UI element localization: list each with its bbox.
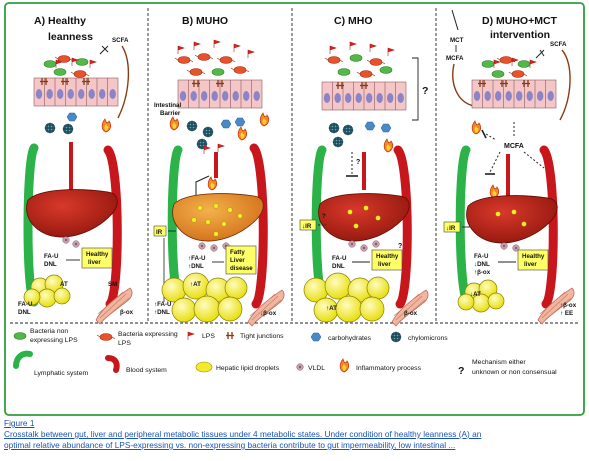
at-info: ↑DNL: [154, 309, 170, 316]
liver-status: Liver: [230, 257, 245, 264]
insulin-resistance-label: ↓IR: [302, 223, 312, 230]
caption-line[interactable]: Crosstalk between gut, liver and periphe…: [4, 429, 482, 439]
legend-mechanism: Mechanism either: [472, 359, 526, 366]
mcfa-center-label: MCFA: [504, 143, 524, 150]
liver-info: ↑FA-U: [188, 255, 206, 262]
panel-muho: B) MUHO Intestinal Barrier IR ↑FA-U ↑DNL…: [153, 15, 285, 327]
liver-status: Healthy: [522, 253, 545, 260]
panel-muho-mct: D) MUHO+MCT intervention MCT MCFA SCFA M…: [443, 9, 577, 325]
mct-label: MCT: [450, 37, 464, 44]
adipose-label: ↓AT: [470, 291, 481, 298]
liver-status: liver: [524, 261, 537, 268]
liver-info: FA-U: [44, 253, 59, 260]
legend: Bacteria non expressing LPS Bacteria exp…: [13, 328, 557, 377]
panel-healthy-leanness: A) Healthy leanness SCFA FA-U DNL Health…: [18, 15, 134, 325]
panel-title: A) Healthy: [34, 15, 86, 27]
figure-label-link[interactable]: Figure 1: [4, 418, 35, 428]
liver-info: FA-U: [474, 253, 489, 260]
panel-title-line2: intervention: [490, 29, 550, 41]
legend-bacteria-non: Bacteria non: [30, 328, 68, 335]
crosstalk-diagram: A) Healthy leanness SCFA FA-U DNL Health…: [4, 2, 585, 416]
liver-info: ↑DNL: [188, 263, 204, 270]
insulin-resistance-label: IR: [156, 229, 163, 236]
legend-bacteria-lps: Bacteria expressing: [118, 331, 178, 338]
figure-caption: Figure 1 Crosstalk between gut, liver an…: [4, 418, 584, 451]
figure-frame: [4, 2, 585, 416]
unknown-mechanism-mark: ?: [422, 85, 428, 97]
adipose-label: AT: [60, 281, 68, 288]
legend-lps: LPS: [202, 333, 215, 340]
muscle-info: ↑β-ox: [560, 302, 577, 309]
liver-info: FA-U: [332, 255, 347, 262]
liver-status: Healthy: [86, 251, 109, 258]
liver-info: ↓DNL: [474, 261, 490, 268]
at-info: ↑FA-U: [154, 301, 172, 308]
muscle-info: β-ox: [120, 309, 134, 316]
unknown-mechanism-mark: ?: [398, 243, 402, 250]
legend-hepatic-lipid-droplets: Hepatic lipid droplets: [216, 365, 280, 372]
legend-chylomicrons: chylomicrons: [408, 335, 448, 342]
legend-lymphatic-system: Lymphatic system: [34, 370, 88, 377]
legend-mechanism: unknown or non consensual: [472, 369, 557, 376]
panel-title: B) MUHO: [182, 15, 228, 27]
panel-mho: C) MHO ? ? ↓IR ? ? FA-U DNL Healthy live…: [299, 15, 429, 327]
adipose-label: ↑AT: [326, 305, 337, 312]
mcfa-label: MCFA: [446, 55, 464, 62]
liver-status: disease: [230, 265, 253, 272]
liver-info: ↑β-ox: [474, 269, 491, 276]
legend-question-mark: ?: [458, 365, 464, 377]
at-info: DNL: [18, 309, 31, 316]
scfa-label: SCFA: [550, 41, 567, 48]
intestinal-barrier-label: Barrier: [160, 110, 181, 117]
legend-inflammatory-process: Inflammatory process: [356, 365, 422, 372]
liver-info: DNL: [332, 263, 345, 270]
liver-status: Healthy: [376, 253, 399, 260]
legend-blood-system: Blood system: [126, 367, 167, 374]
panel-title: C) MHO: [334, 15, 373, 27]
legend-bacteria-non: expressing LPS: [30, 337, 78, 344]
muscle-info: β-ox: [404, 310, 418, 317]
at-info: FA-U: [18, 301, 33, 308]
legend-bacteria-lps: LPS: [118, 340, 131, 347]
legend-carbohydrates: carbohydrates: [328, 335, 372, 342]
liver-status: liver: [378, 261, 391, 268]
insulin-resistance-label: ↓IR: [446, 225, 456, 232]
liver-info: DNL: [44, 261, 57, 268]
legend-tight-junctions: Tight junctions: [240, 333, 284, 340]
muscle-info: ↑ EE: [560, 310, 573, 317]
muscle-info: ↓β-ox: [260, 310, 277, 317]
adipose-label: ↑AT: [190, 281, 201, 288]
muscle-label: SM: [108, 281, 117, 288]
caption-line[interactable]: optimal relative abundance of LPS-expres…: [4, 440, 456, 450]
panel-title-line2: leanness: [48, 31, 93, 43]
panel-title: D) MUHO+MCT: [482, 15, 558, 27]
scfa-label: SCFA: [112, 37, 129, 44]
intestinal-barrier-label: Intestinal: [154, 102, 181, 109]
unknown-mechanism-mark: ?: [356, 159, 360, 166]
liver-status: Fatty: [230, 249, 245, 256]
unknown-mechanism-mark: ?: [322, 213, 326, 220]
liver-status: liver: [88, 259, 101, 266]
legend-vldl: VLDL: [308, 365, 325, 372]
